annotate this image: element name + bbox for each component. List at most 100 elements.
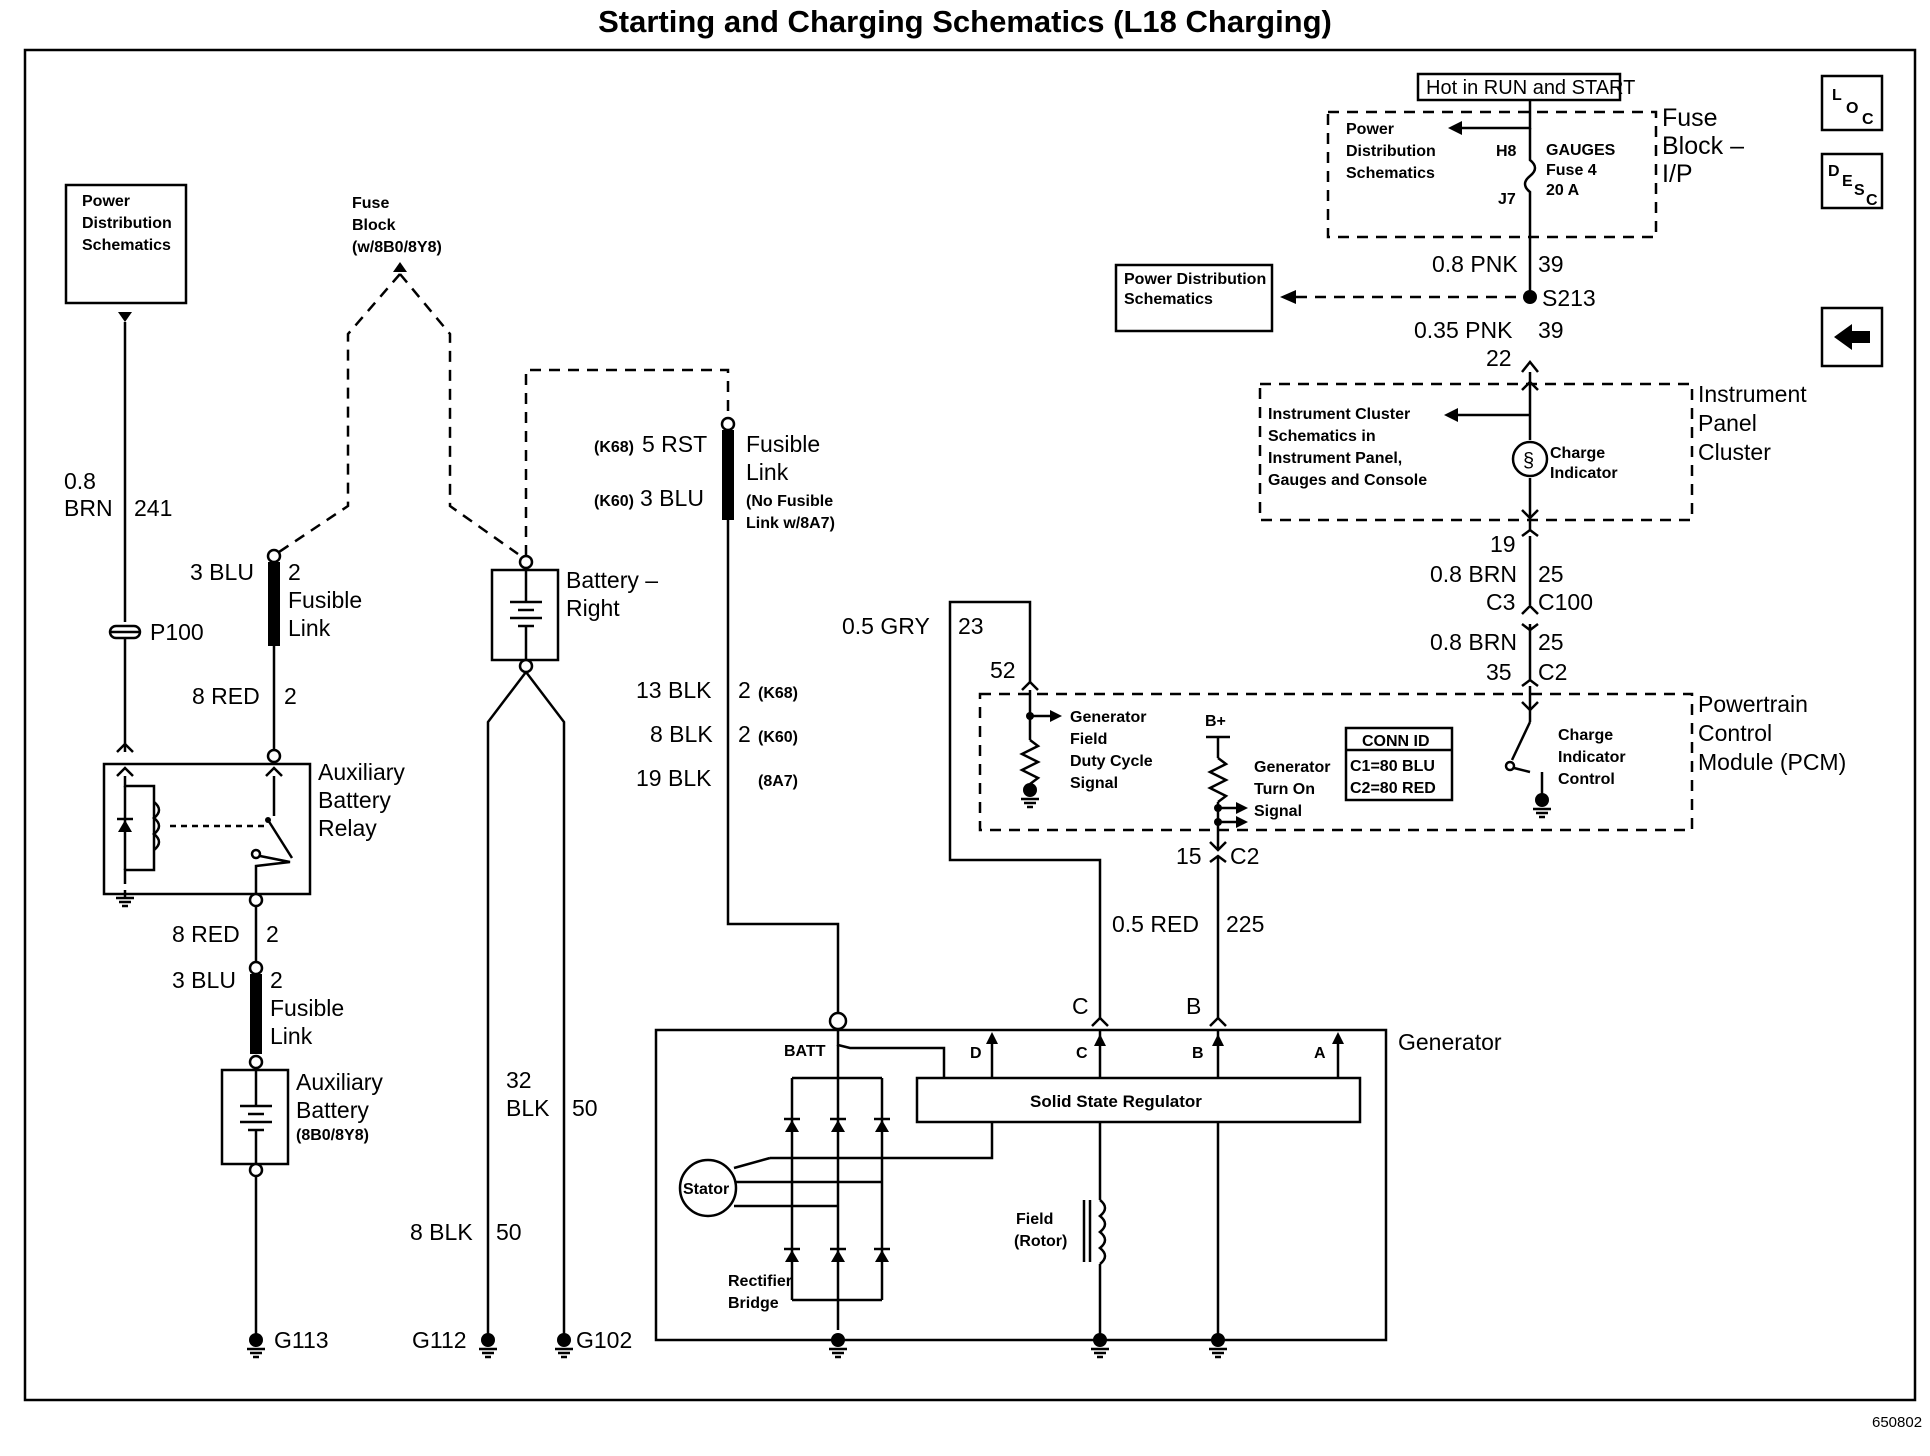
- aux-batt-label: Auxiliary Battery (8B0/8Y8): [296, 1069, 387, 1144]
- gauges-fuse: [1523, 128, 1537, 300]
- opt-8a7: (8A7): [758, 773, 798, 790]
- wire-08brn-b-num: 25: [1538, 629, 1564, 655]
- svg-text:D: D: [1828, 163, 1840, 180]
- lamp-glyph: §: [1523, 450, 1534, 472]
- diagram-title: Starting and Charging Schematics (L18 Ch…: [598, 4, 1332, 39]
- batt-terminal: [828, 1011, 848, 1031]
- wire-05red-num: 225: [1226, 911, 1264, 937]
- fusible-link-b: [250, 974, 262, 1054]
- term-c: C: [1076, 1045, 1088, 1062]
- wire-05red-label: 0.5 RED: [1112, 911, 1199, 937]
- figure-number: 650802: [1872, 1414, 1922, 1431]
- wire-08brn-a-num: 25: [1538, 561, 1564, 587]
- conn-c-label: C: [1072, 993, 1089, 1019]
- conn-id-label: CONN ID C1=80 BLU C2=80 RED: [1350, 733, 1439, 797]
- wire-8blk-num: 50: [496, 1219, 522, 1245]
- conn-id-box: [1344, 726, 1454, 802]
- svg-text:L: L: [1832, 87, 1842, 104]
- batt-terminal-label: BATT: [784, 1043, 826, 1060]
- wire-8blk-label: 8 BLK: [410, 1219, 473, 1245]
- svg-text:C: C: [1862, 111, 1874, 128]
- wire-035pnk-num: 39: [1538, 317, 1564, 343]
- wire-08brn-left-num: 241: [134, 495, 172, 521]
- no-fl-label: (No Fusible Link w/8A7): [746, 493, 838, 532]
- wire-05gry-num: 23: [958, 613, 984, 639]
- diagram-frame: [23, 48, 1917, 1402]
- pcm-name: Powertrain Control Module (PCM): [1698, 691, 1846, 775]
- wire-5rst: 5 RST: [642, 431, 707, 457]
- ipc-schem-label: Instrument Cluster Schematics in Instrum…: [1268, 406, 1427, 489]
- rectifier-label: Rectifier Bridge: [728, 1273, 796, 1312]
- back-arrow-icon[interactable]: [1820, 306, 1884, 368]
- opt-k68: (K68): [758, 685, 798, 702]
- wire-08brn-left-label: 0.8 BRN: [64, 468, 113, 521]
- wire-32blk-num: 50: [572, 1095, 598, 1121]
- splice-s213-label: S213: [1542, 285, 1596, 311]
- term-b: B: [1192, 1045, 1204, 1062]
- fl-c-label: Fusible Link: [746, 431, 827, 485]
- pd-left-label: Power Distribution Schematics: [82, 193, 176, 254]
- fl-b-label: 2 Fusible Link: [270, 967, 351, 1049]
- aux-battery-relay: [102, 762, 312, 896]
- conn-c3: C3: [1486, 589, 1515, 615]
- svg-text:C: C: [1866, 192, 1878, 209]
- wire-035pnk-label: 0.35 PNK: [1414, 317, 1513, 343]
- pin-15: 15: [1176, 843, 1202, 869]
- ipc-name: Instrument Panel Cluster: [1698, 381, 1813, 465]
- pcm-box: [978, 692, 1694, 832]
- aux-relay-label: Auxiliary Battery Relay: [318, 759, 411, 841]
- wire-8red-b: 8 RED: [172, 921, 240, 947]
- conn-c100: C100: [1538, 589, 1593, 615]
- wire-13blk-num: 2: [738, 677, 751, 703]
- pin-22: 22: [1486, 345, 1512, 371]
- g102-label: G102: [576, 1327, 632, 1353]
- conn-c2-top: C2: [1538, 659, 1567, 685]
- solid-state-regulator: [915, 1076, 1362, 1124]
- wire-3blu: 3 BLU: [640, 485, 704, 511]
- opt-k60: (K60): [758, 729, 798, 746]
- term-d: D: [970, 1045, 982, 1062]
- gen-field-label: Generator Field Duty Cycle Signal: [1070, 709, 1157, 792]
- gen-turn-on-label: Generator Turn On Signal: [1254, 759, 1335, 820]
- pd-left-box: [64, 183, 188, 305]
- field-rotor-label: Field (Rotor): [1014, 1211, 1067, 1250]
- fuse-block-ip-box: [1326, 110, 1658, 239]
- charge-ind-ctrl-label: Charge Indicator Control: [1558, 727, 1630, 788]
- wire-08pnk-label: 0.8 PNK: [1432, 251, 1518, 277]
- fl-a-label: 2 Fusible Link: [288, 559, 369, 641]
- conn-c2-bot: C2: [1230, 843, 1259, 869]
- charge-indicator-lamp: [1511, 440, 1549, 478]
- wire-8red-a: 8 RED: [192, 683, 260, 709]
- loc-icon[interactable]: L O C: [1820, 74, 1884, 132]
- desc-icon[interactable]: D E S C: [1820, 152, 1884, 210]
- stator-label: Stator: [683, 1181, 729, 1198]
- wire-8blk-b-num: 2: [738, 721, 751, 747]
- wire-8red-b-num: 2: [266, 921, 279, 947]
- charge-indicator-label: Charge Indicator: [1550, 445, 1618, 482]
- hot-in-run-box: [1416, 72, 1622, 102]
- pin-52: 52: [990, 657, 1016, 683]
- wire-19blk: 19 BLK: [636, 765, 712, 791]
- generator-label: Generator: [1398, 1029, 1502, 1055]
- pin-35: 35: [1486, 659, 1512, 685]
- svg-text:O: O: [1846, 100, 1858, 117]
- g112-label: G112: [412, 1327, 467, 1353]
- stator: [678, 1158, 738, 1218]
- pd-schem-box: [1114, 263, 1274, 333]
- pin-19: 19: [1490, 531, 1516, 557]
- p100-label: P100: [150, 619, 204, 645]
- wire-13blk: 13 BLK: [636, 677, 712, 703]
- k68-label: (K68): [594, 439, 634, 456]
- svg-text:S: S: [1854, 182, 1865, 199]
- fl-b-wire: 3 BLU: [172, 967, 236, 993]
- generator-box: [654, 1028, 1388, 1342]
- pd-schem-label-a: Power Distribution Schematics: [1346, 121, 1440, 182]
- fl-a-wire: 3 BLU: [190, 559, 254, 585]
- ssr-label: Solid State Regulator: [1030, 1092, 1202, 1111]
- gauges-fuse-label: GAUGES Fuse 4 20 A: [1546, 142, 1620, 199]
- battery-right-label: Battery – Right: [566, 567, 664, 621]
- k60-label: (K60): [594, 493, 634, 510]
- wire-05gry-label: 0.5 GRY: [842, 613, 930, 639]
- wire-08brn-b-label: 0.8 BRN: [1430, 629, 1517, 655]
